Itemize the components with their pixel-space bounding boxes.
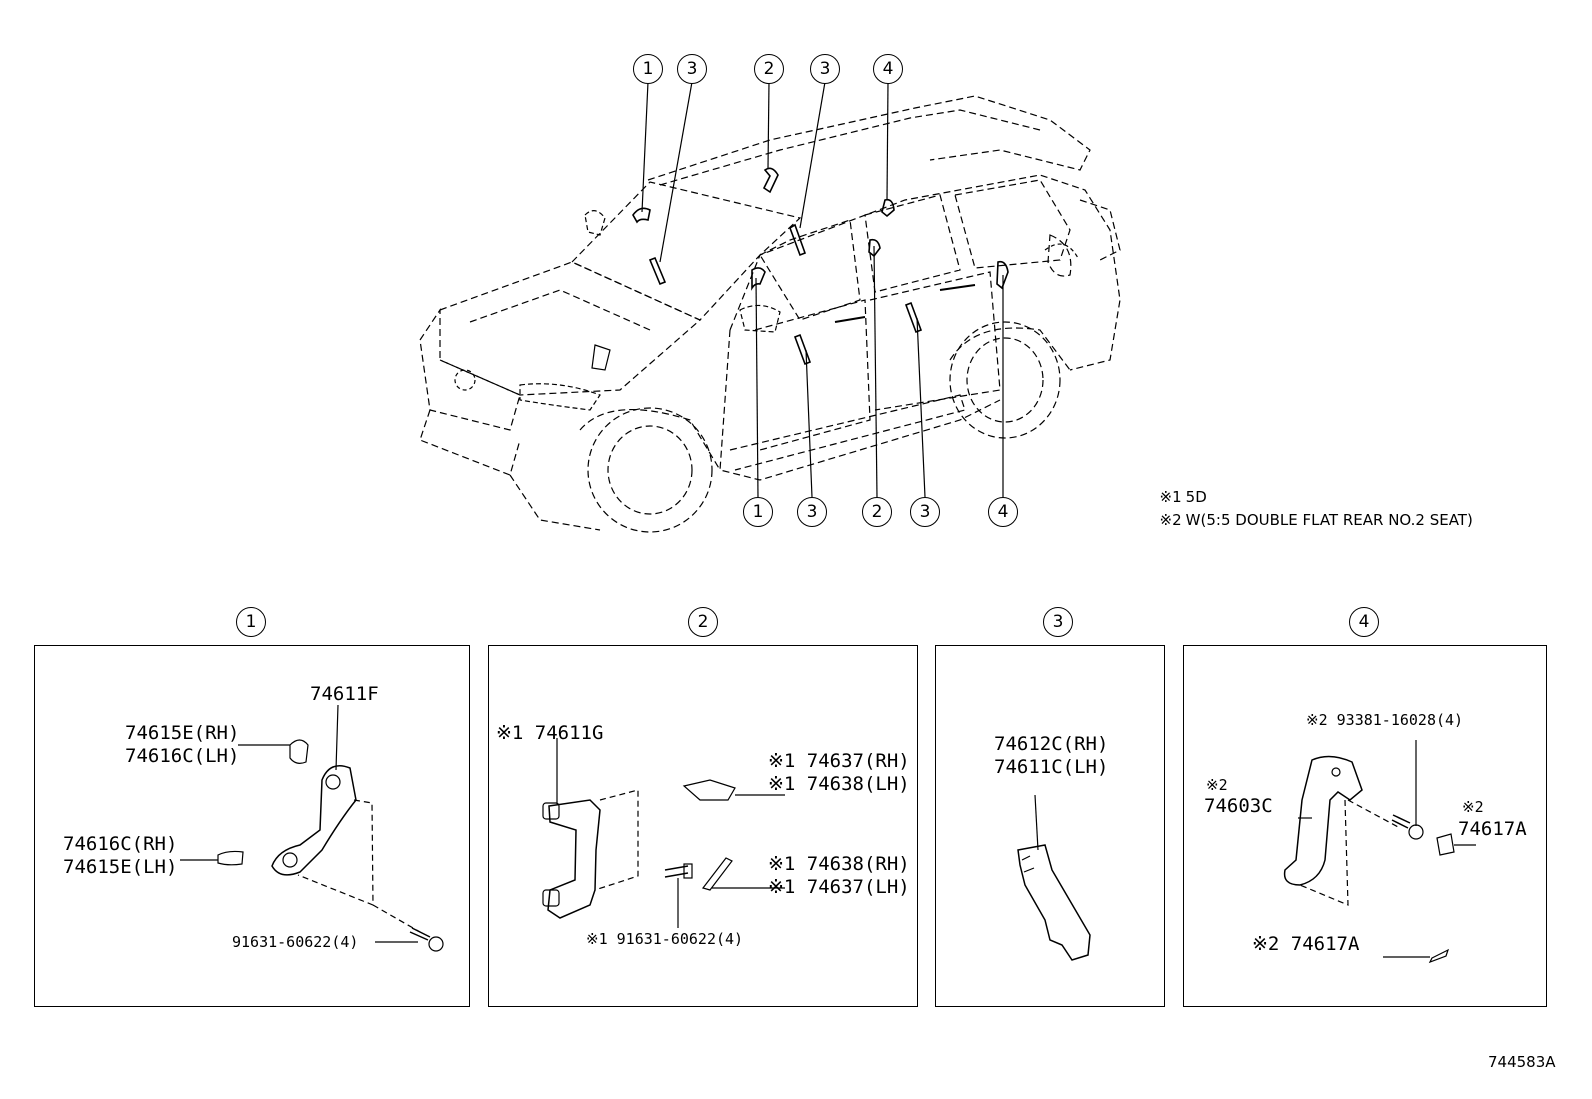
panel-4-label-93381: ※2 93381-16028(4) [1306,711,1464,729]
car-callout-bottom-3b: 3 [910,497,940,527]
panel-4-label-74617A-strip: ※2 74617A [1252,933,1360,955]
car-callout-top-4: 4 [873,54,903,84]
panel-1-label-74615E-LH: 74615E(LH) [63,856,178,878]
panel-1-label-74616C-LH: 74616C(LH) [125,745,240,767]
diagram-id: 744583A [1488,1053,1556,1071]
panel-2-art [542,738,785,928]
car-callout-top-2: 2 [754,54,784,84]
vehicle-details [454,210,1079,411]
panel-1-label-74616C-RH: 74616C(RH) [63,833,178,855]
vehicle-handle-markers [632,167,1009,366]
panel-4-label-mark-74617A: ※2 [1462,798,1484,816]
panel-1-art [180,704,444,952]
panel-3-label-74612C-RH: 74612C(RH) [994,733,1109,755]
panel-3-art [1017,794,1091,961]
panel-4-label-74617A: 74617A [1458,818,1527,840]
panel-4-number: 4 [1349,607,1379,637]
panel-2-label-74637-RH: ※1 74637(RH) [768,750,910,772]
car-callout-top-1: 1 [633,54,663,84]
note-2-text: W(5:5 DOUBLE FLAT REAR NO.2 SEAT) [1185,511,1473,529]
panel-2-label-74638-RH: ※1 74638(RH) [768,853,910,875]
note-2-mark: ※2 [1159,511,1182,529]
vehicle-outline [419,95,1121,531]
panel-1-label-74611F: 74611F [310,683,379,705]
panel-1 [34,645,470,1007]
bottom-callout-leaders [755,245,1004,498]
car-callout-bottom-3a: 3 [797,497,827,527]
panel-1-number: 1 [236,607,266,637]
car-callout-bottom-1: 1 [743,497,773,527]
car-callout-bottom-2: 2 [862,497,892,527]
panel-1-label-91631: 91631-60622(4) [232,933,359,951]
note-1-text: 5D [1185,488,1207,506]
panel-2 [488,645,918,1007]
car-callout-bottom-4: 4 [988,497,1018,527]
car-callout-top-3b: 3 [810,54,840,84]
panel-4-art [1283,740,1476,964]
car-callout-top-3a: 3 [677,54,707,84]
panel-4-label-mark-74603C: ※2 [1206,776,1228,794]
panel-1-label-74615E-RH: 74615E(RH) [125,722,240,744]
panel-4-label-74603C: 74603C [1204,795,1273,817]
note-1-mark: ※1 [1159,488,1182,506]
panel-2-number: 2 [688,607,718,637]
panel-3-number: 3 [1043,607,1073,637]
panel-4 [1183,645,1547,1007]
panel-2-label-74637-LH: ※1 74637(LH) [768,876,910,898]
panel-3 [935,645,1165,1007]
panel-2-label-74638-LH: ※1 74638(LH) [768,773,910,795]
panel-2-label-91631: ※1 91631-60622(4) [586,930,744,948]
panel-2-label-74611G: ※1 74611G [496,722,604,744]
vehicle-wheels [579,321,1071,533]
top-callout-leaders [641,81,889,263]
panel-3-label-74611C-LH: 74611C(LH) [994,756,1109,778]
